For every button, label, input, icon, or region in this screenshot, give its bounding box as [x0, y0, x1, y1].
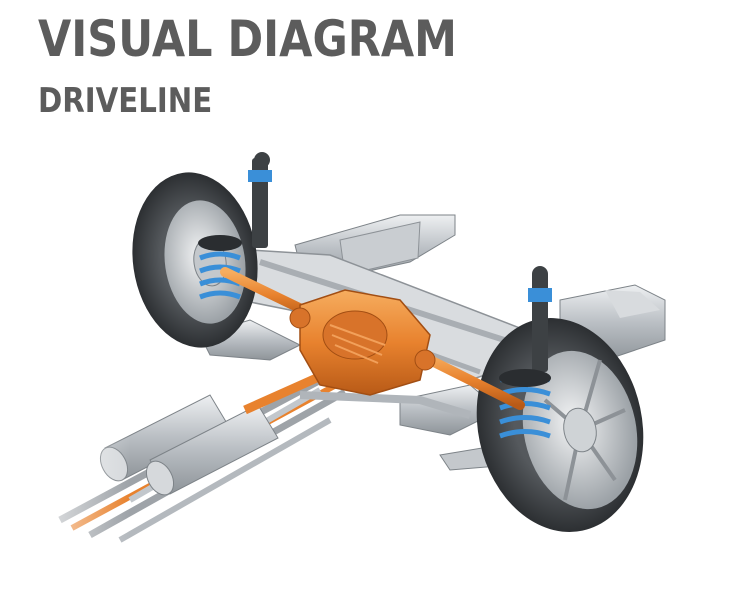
left-spring-strut — [198, 152, 272, 300]
page-title: VISUAL DIAGRAM — [38, 10, 457, 68]
right-spring-strut — [499, 266, 552, 439]
page-subtitle: DRIVELINE — [38, 81, 213, 121]
rear-differential — [289, 289, 436, 396]
